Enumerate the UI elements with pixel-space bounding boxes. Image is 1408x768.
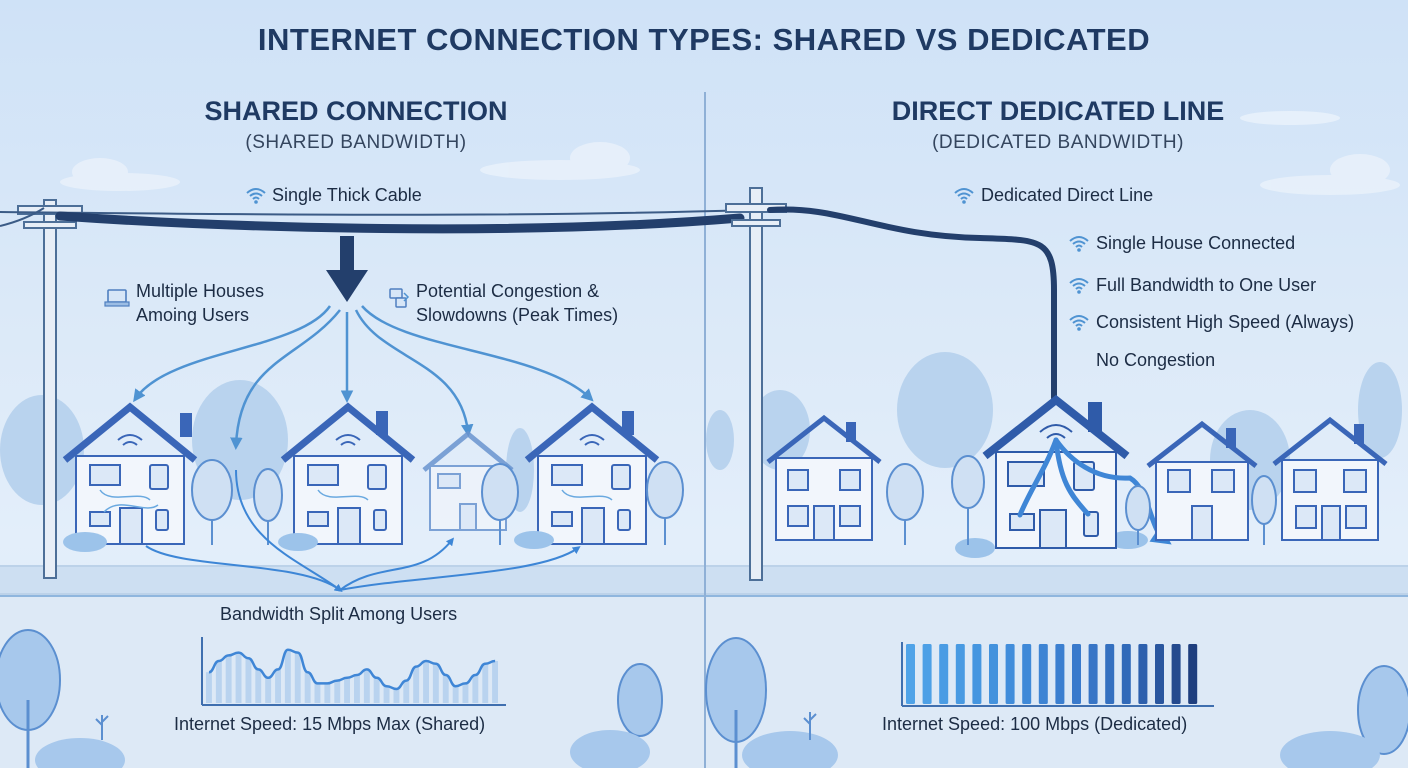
shared-bar — [462, 683, 469, 703]
dedicated-bar — [955, 644, 965, 704]
bottom-trees-right — [705, 637, 1408, 768]
shared-bar — [245, 658, 252, 703]
shared-heading: SHARED CONNECTION — [204, 96, 508, 126]
shared-bar — [235, 652, 242, 703]
house-dedicated-4 — [1272, 416, 1388, 541]
houses-label: Multiple Houses Amoing Users — [136, 279, 264, 327]
dedicated-bar — [1138, 644, 1148, 704]
dedicated-bar — [939, 644, 949, 704]
shared-bar — [225, 655, 232, 703]
dedicated-line — [767, 206, 1057, 401]
split-arrows — [145, 469, 581, 592]
feature-single-house: Single House Connected — [1096, 233, 1296, 253]
shared-bar — [492, 661, 498, 703]
house-shared-3 — [524, 402, 660, 545]
dedicated-bar — [1005, 644, 1015, 704]
wifi-icon — [246, 188, 266, 204]
dedicated-bar — [989, 644, 998, 704]
shared-bar — [423, 661, 429, 703]
laptop-icon — [104, 289, 130, 307]
dedicated-bar — [1105, 644, 1115, 704]
shared-bar — [383, 686, 390, 703]
dedicated-speed-label: Internet Speed: 100 Mbps (Dedicated) — [882, 714, 1188, 734]
shared-bar — [324, 683, 331, 703]
dedicated-bar — [1088, 644, 1098, 704]
shared-speed-label: Internet Speed: 15 Mbps Max (Shared) — [174, 714, 486, 734]
shared-bar — [265, 677, 272, 703]
shared-bar — [442, 675, 449, 703]
house-dedicated-3 — [1146, 420, 1258, 541]
shared-bar — [344, 677, 350, 703]
dedicated-subheading: (DEDICATED BANDWIDTH) — [932, 132, 1184, 153]
distribution-arrows — [133, 305, 594, 450]
shared-bar — [452, 686, 459, 703]
house-shared-1 — [62, 402, 198, 545]
shared-bar — [314, 683, 321, 703]
page-title: INTERNET CONNECTION TYPES: SHARED VS DED… — [257, 22, 1151, 57]
houses-label-line2: Amoing Users — [136, 305, 250, 325]
clouds — [60, 111, 1400, 195]
shared-bar — [363, 669, 370, 703]
shared-bar — [432, 663, 439, 703]
congestion-label: Potential Congestion & Slowdowns (Peak T… — [416, 279, 618, 327]
houses-label-line1: Multiple Houses — [136, 281, 265, 301]
split-label: Bandwidth Split Among Users — [220, 604, 458, 624]
dedicated-bar — [1072, 644, 1081, 704]
dedicated-line-label: Dedicated Direct Line — [981, 185, 1154, 205]
shared-bar — [275, 669, 281, 703]
shared-bar — [334, 680, 341, 703]
feature-no-congestion: No Congestion — [1096, 350, 1216, 370]
dedicated-bar — [922, 644, 932, 704]
shared-bar — [255, 669, 262, 703]
dedicated-bar — [1155, 644, 1164, 704]
shared-subheading: (SHARED BANDWIDTH) — [245, 132, 467, 153]
house-shared-2 — [280, 402, 416, 545]
shared-bar — [413, 666, 420, 703]
dedicated-bar — [1038, 644, 1048, 704]
congestion-line2: Slowdowns (Peak Times) — [416, 305, 619, 325]
feature-full-bandwidth: Full Bandwidth to One User — [1096, 275, 1317, 295]
wifi-icon — [1069, 236, 1089, 252]
shared-bar — [373, 677, 380, 703]
front-trees-right — [886, 455, 1277, 531]
shared-bar — [472, 675, 479, 703]
cable-label: Single Thick Cable — [272, 185, 422, 205]
wifi-icon — [1069, 315, 1089, 331]
wifi-icon — [1069, 278, 1089, 294]
shared-bar — [393, 689, 400, 703]
shared-speed-line — [208, 648, 496, 691]
dedicated-bar — [1022, 644, 1032, 704]
down-arrow — [326, 270, 368, 302]
bottom-trees-left — [0, 629, 663, 768]
shared-bar — [294, 652, 301, 703]
shared-bar — [482, 663, 489, 703]
house-dedicated-1 — [766, 414, 882, 541]
shared-bar — [304, 672, 311, 703]
shared-bar — [206, 672, 212, 703]
thick-cable — [55, 211, 745, 234]
dedicated-bandwidth-chart — [901, 642, 1214, 707]
dedicated-bar — [972, 644, 982, 704]
dedicated-bar — [1121, 644, 1131, 704]
feature-consistent-speed: Consistent High Speed (Always) — [1096, 312, 1355, 332]
devices-icon — [389, 288, 410, 308]
congestion-line1: Potential Congestion & — [416, 281, 600, 301]
bushes — [63, 531, 1148, 558]
utility-pole — [17, 199, 83, 579]
shared-bar — [215, 661, 222, 703]
dedicated-bar — [1188, 644, 1198, 704]
shared-bar — [403, 680, 410, 703]
dedicated-bar — [1055, 644, 1065, 704]
wifi-icon — [954, 188, 974, 204]
shared-bar — [354, 675, 360, 703]
dedicated-bar — [906, 644, 915, 704]
shared-bandwidth-chart — [201, 637, 506, 706]
dedicated-heading: DIRECT DEDICATED LINE — [891, 96, 1225, 126]
shared-bar — [284, 649, 291, 703]
house-dedicated-main — [982, 394, 1172, 549]
dedicated-bar — [1171, 644, 1181, 704]
